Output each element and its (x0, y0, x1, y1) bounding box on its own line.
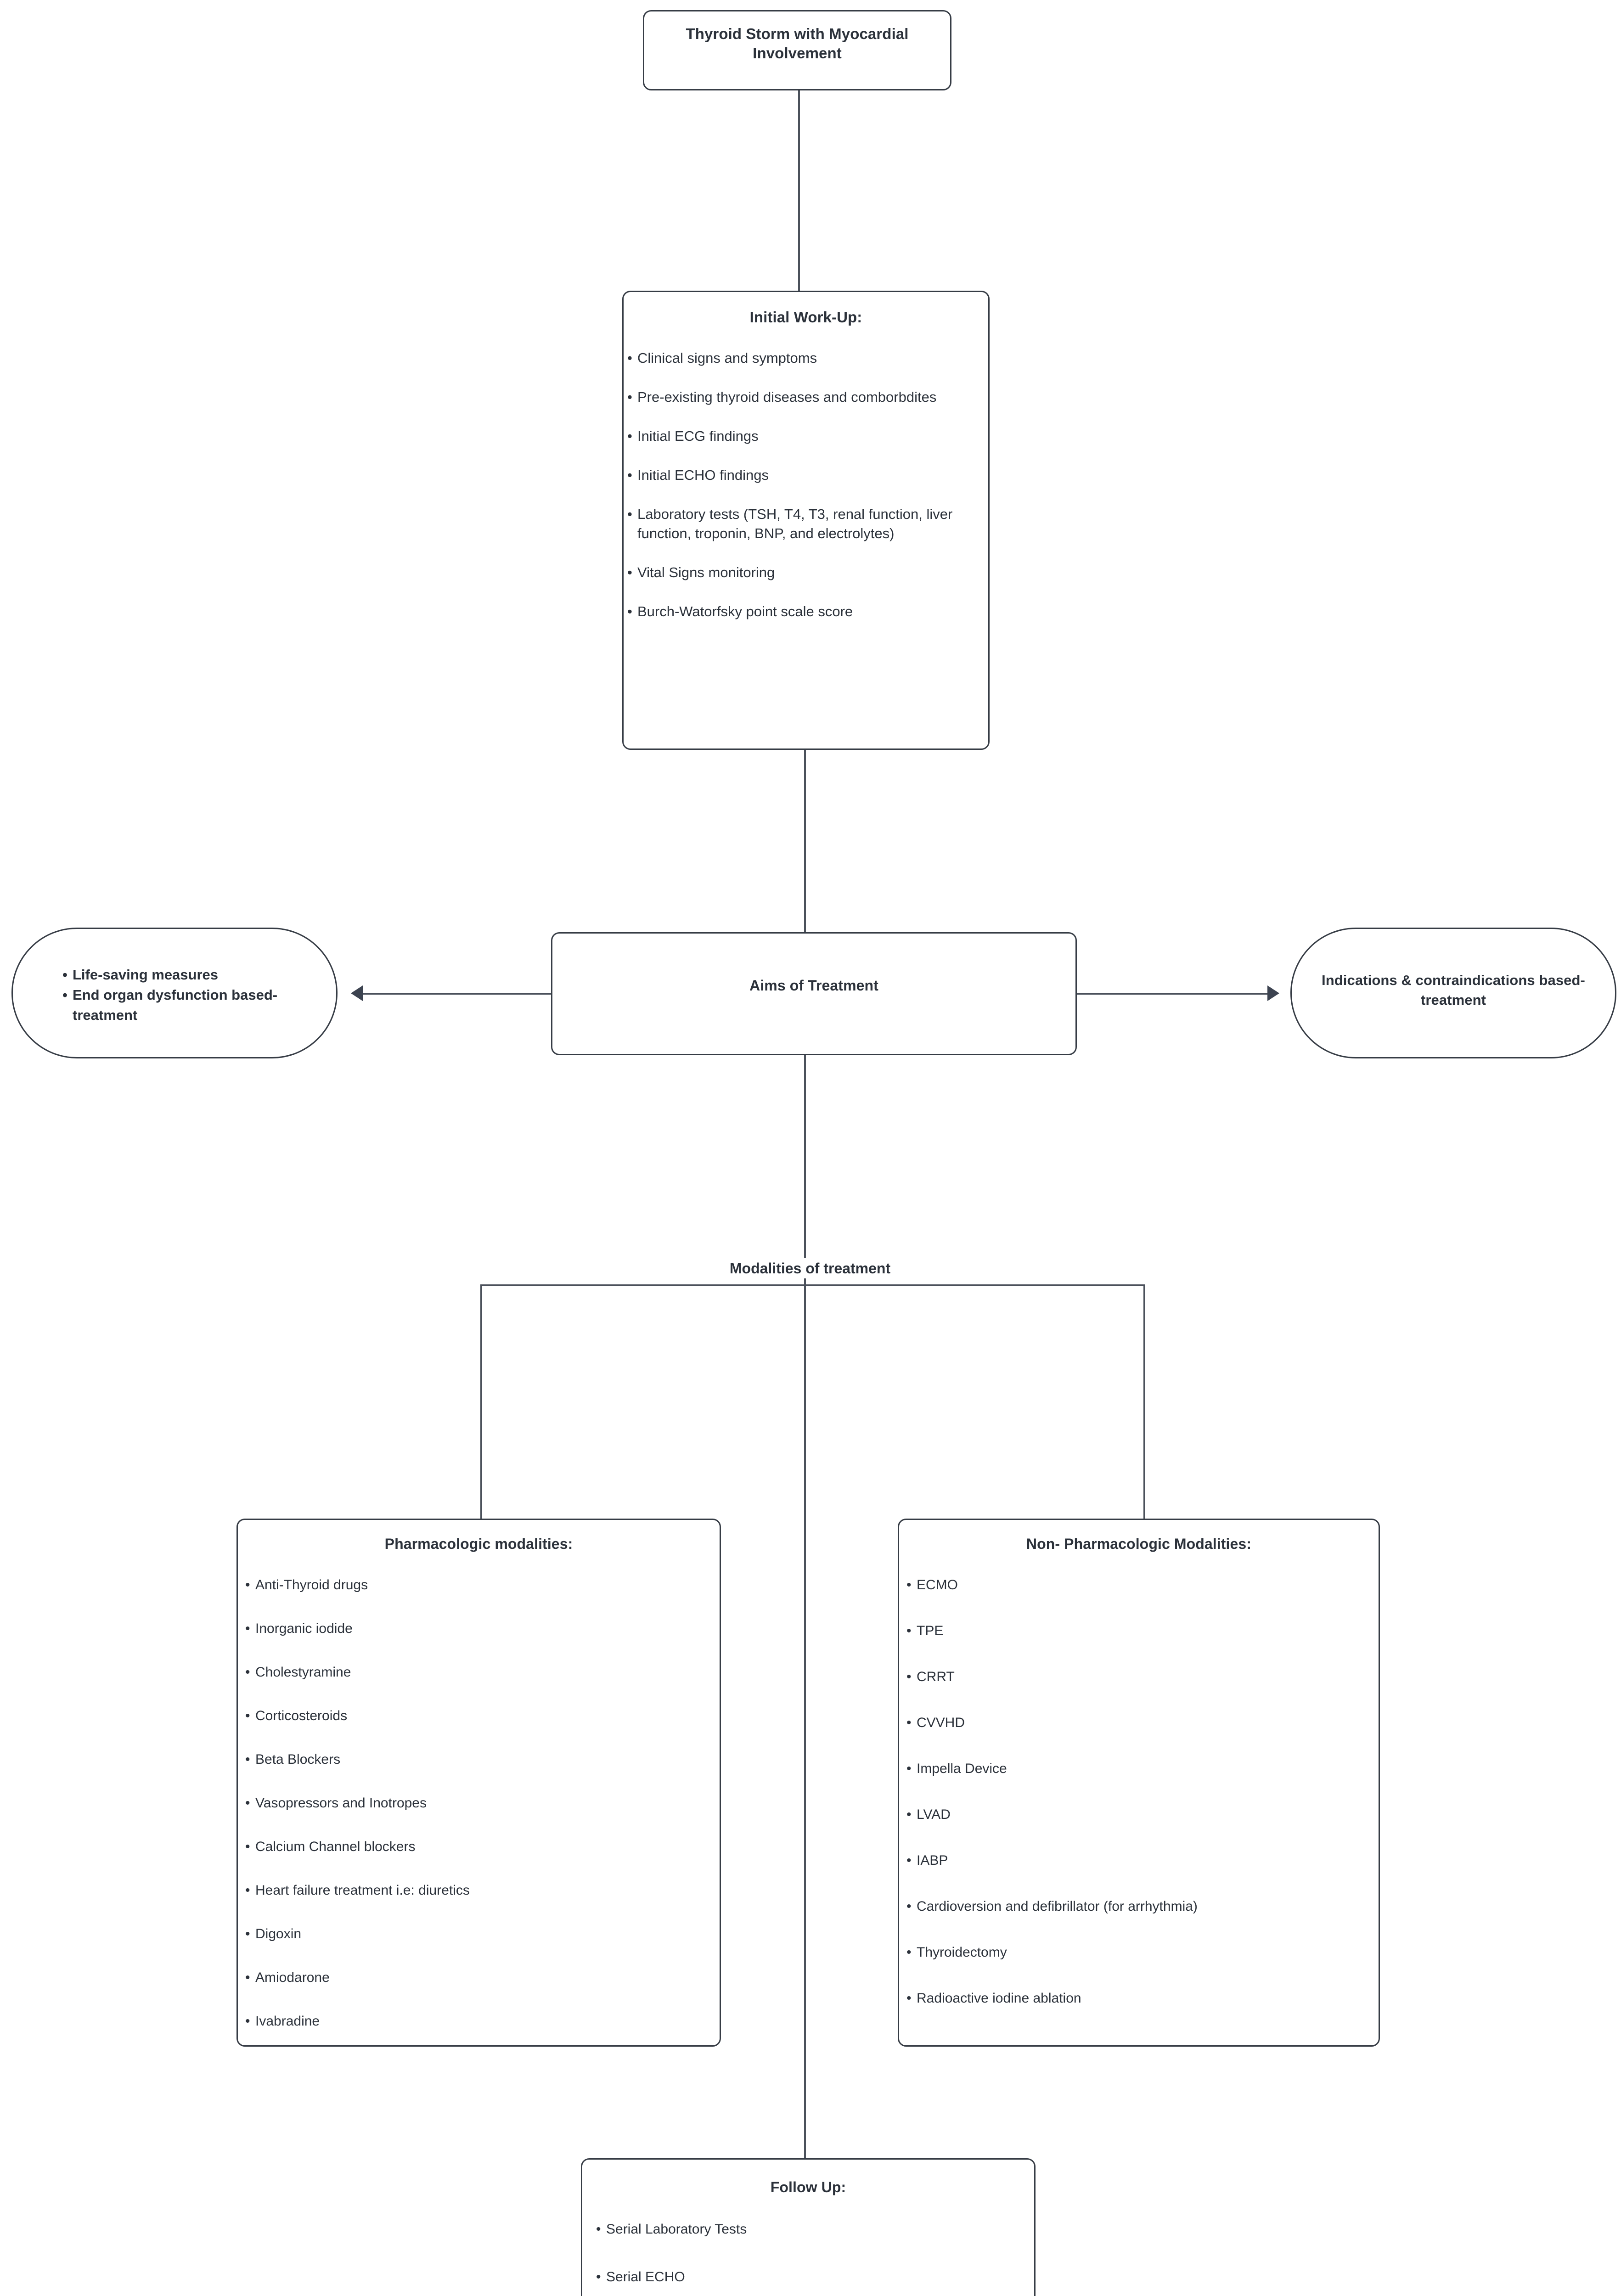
followup-list: Serial Laboratory Tests Serial ECHO (592, 2220, 1034, 2286)
edge-modalities-to-followup (804, 1284, 806, 2161)
root-node-label: Thyroid Storm with Myocardial Involvemen… (686, 25, 909, 62)
list-item: Thyroidectomy (903, 1943, 1379, 1962)
node-root-diagnosis[interactable]: Thyroid Storm with Myocardial Involvemen… (643, 10, 951, 90)
workup-title: Initial Work-Up: (749, 309, 862, 326)
node-pharmacologic-modalities[interactable]: Pharmacologic modalities: Anti-Thyroid d… (236, 1519, 721, 2047)
left-branch-list: Life-saving measures End organ dysfuncti… (59, 965, 336, 1025)
edge-aims-to-right (1075, 993, 1267, 995)
workup-list: Clinical signs and symptoms Pre-existing… (624, 349, 988, 621)
list-item: Heart failure treatment i.e: diuretics (242, 1881, 720, 1900)
followup-title: Follow Up: (770, 2179, 846, 2195)
list-item: Clinical signs and symptoms (624, 349, 988, 368)
non-pharmacologic-title: Non- Pharmacologic Modalities: (1026, 1536, 1252, 1552)
aims-node-label: Aims of Treatment (749, 977, 878, 994)
node-non-pharmacologic-modalities[interactable]: Non- Pharmacologic Modalities: ECMO TPE … (898, 1519, 1380, 2047)
list-item: Initial ECG findings (624, 427, 988, 446)
list-item: Vital Signs monitoring (624, 563, 988, 582)
right-branch-label: Indications & contraindications based-tr… (1322, 972, 1585, 1008)
list-item: Inorganic iodide (242, 1620, 720, 1638)
arrowhead-right (1267, 985, 1279, 1001)
list-item: Beta Blockers (242, 1750, 720, 1769)
list-item: Laboratory tests (TSH, T4, T3, renal fun… (624, 505, 988, 543)
edge-aims-to-modalities (804, 1053, 806, 1287)
list-item: LVAD (903, 1806, 1379, 1824)
edge-label-modalities: Modalities of treatment (680, 1258, 940, 1278)
list-item: Pre-existing thyroid diseases and combor… (624, 388, 988, 407)
list-item: CVVHD (903, 1714, 1379, 1732)
edge-split-to-pharmacologic (480, 1284, 482, 1521)
list-item: Radioactive iodine ablation (903, 1989, 1379, 2008)
non-pharmacologic-list: ECMO TPE CRRT CVVHD Impella Device LVAD … (903, 1576, 1379, 2008)
node-aims-of-treatment[interactable]: Aims of Treatment (551, 932, 1077, 1055)
list-item: Serial ECHO (592, 2268, 1034, 2286)
list-item: Cholestyramine (242, 1663, 720, 1682)
edge-aims-to-left (363, 993, 553, 995)
node-follow-up[interactable]: Follow Up: Serial Laboratory Tests Seria… (581, 2158, 1036, 2296)
pharmacologic-title: Pharmacologic modalities: (384, 1536, 573, 1552)
edge-modalities-split-bar (480, 1284, 1145, 1286)
list-item: Ivabradine (242, 2012, 720, 2031)
list-item: TPE (903, 1622, 1379, 1640)
node-initial-workup[interactable]: Initial Work-Up: Clinical signs and symp… (622, 291, 990, 750)
list-item: Calcium Channel blockers (242, 1838, 720, 1856)
list-item: Burch-Watorfsky point scale score (624, 602, 988, 621)
list-item: Impella Device (903, 1760, 1379, 1778)
list-item: Life-saving measures (59, 965, 336, 985)
node-indications-contraindications[interactable]: Indications & contraindications based-tr… (1290, 928, 1616, 1058)
list-item: Serial Laboratory Tests (592, 2220, 1034, 2239)
list-item: Amiodarone (242, 1969, 720, 1987)
list-item: Vasopressors and Inotropes (242, 1794, 720, 1812)
list-item: Anti-Thyroid drugs (242, 1576, 720, 1594)
list-item: CRRT (903, 1668, 1379, 1686)
list-item: Cardioversion and defibrillator (for arr… (903, 1897, 1379, 1916)
edge-split-to-non-pharmacologic (1143, 1284, 1145, 1521)
pharmacologic-list: Anti-Thyroid drugs Inorganic iodide Chol… (242, 1576, 720, 2031)
list-item: ECMO (903, 1576, 1379, 1594)
list-item: Initial ECHO findings (624, 466, 988, 485)
arrowhead-left (351, 985, 363, 1001)
edge-workup-to-aims (804, 746, 806, 934)
list-item: IABP (903, 1851, 1379, 1870)
list-item: Digoxin (242, 1925, 720, 1943)
list-item: End organ dysfunction based-treatment (59, 985, 336, 1025)
list-item: Corticosteroids (242, 1707, 720, 1725)
node-life-saving-measures[interactable]: Life-saving measures End organ dysfuncti… (11, 928, 338, 1058)
edge-root-to-workup (798, 87, 800, 293)
